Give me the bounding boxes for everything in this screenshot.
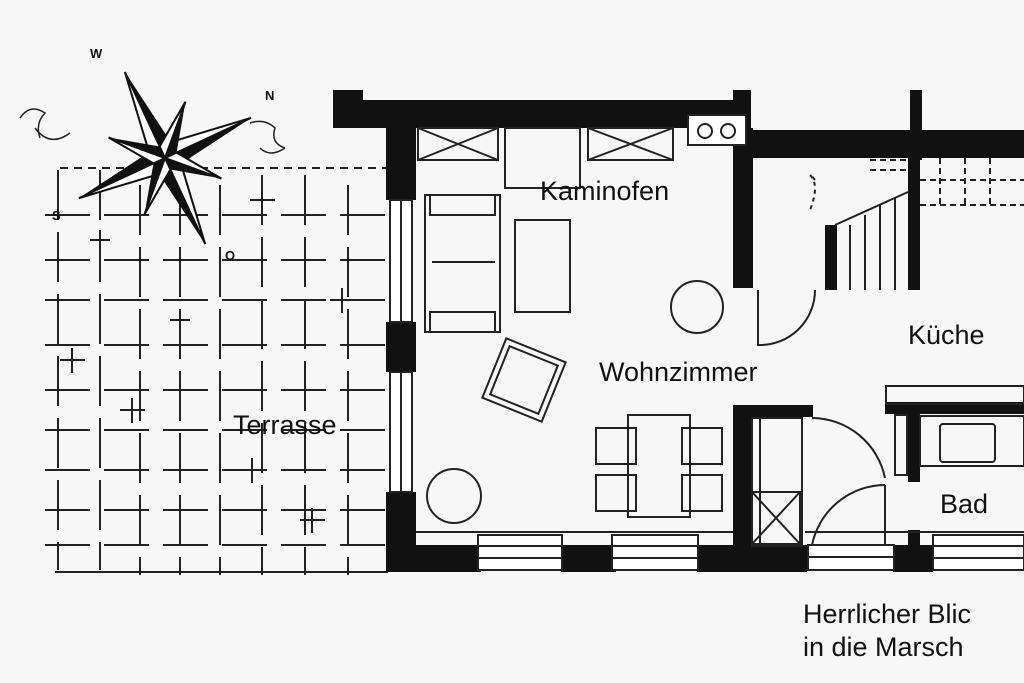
room-label-wohnzimmer: Wohnzimmer (599, 357, 758, 387)
view-caption: Herrlicher Blic in die Marsch (803, 598, 971, 664)
walls (333, 90, 1024, 572)
windows (389, 199, 1024, 571)
room-label-kueche: Küche (908, 320, 985, 350)
compass-south-label: S (52, 208, 61, 223)
room-label-bad: Bad (940, 489, 989, 519)
caption-line-1: Herrlicher Blic (803, 599, 972, 629)
compass-rose: W N O S (19, 46, 286, 263)
compass-west-label: W (90, 46, 103, 61)
caption-line-2: in die Marsch (803, 632, 964, 662)
room-label-terrasse: Terrasse (233, 410, 337, 440)
compass-north-label: N (265, 88, 274, 103)
room-label-kaminofen: Kaminofen (540, 176, 670, 206)
furniture (416, 114, 1024, 547)
terrace-tiles (45, 167, 388, 575)
compass-east-label: O (225, 248, 235, 263)
